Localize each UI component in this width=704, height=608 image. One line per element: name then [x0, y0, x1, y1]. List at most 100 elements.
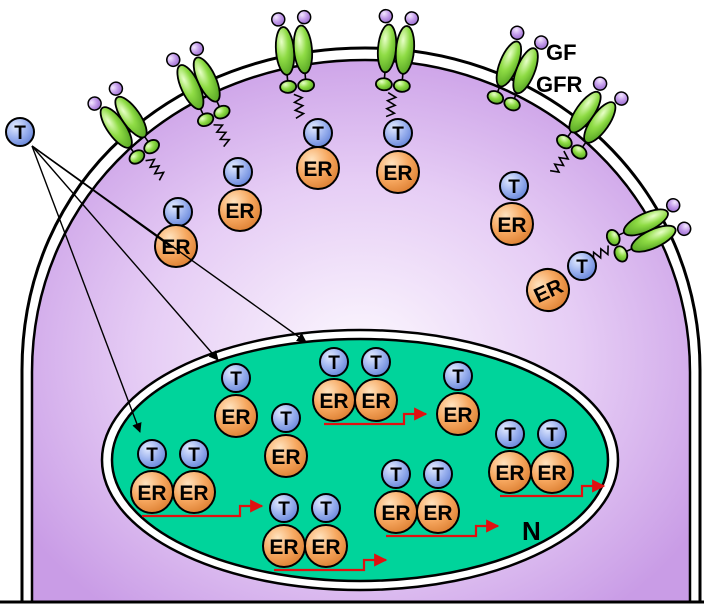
- gfr-transmembrane-segment: [383, 72, 386, 79]
- gfr-transmembrane-segment: [567, 131, 572, 138]
- er-receptor: ER: [488, 450, 532, 494]
- er-receptor: ER: [262, 524, 306, 568]
- t-circle: [499, 171, 529, 201]
- gfr-transmembrane-segment: [401, 73, 404, 80]
- t-ligand: T: [223, 157, 253, 187]
- gf-receptor-pair: [166, 41, 231, 148]
- t-ligand: T: [567, 251, 597, 281]
- gfr-intracellular-domain: [375, 77, 393, 92]
- t-ligand: T: [319, 347, 349, 377]
- er-receptor: ER: [526, 268, 570, 312]
- gf-receptor-pair: [87, 81, 166, 181]
- receptor-linker: [385, 91, 398, 118]
- t-label: T: [230, 369, 242, 390]
- t-label: T: [452, 367, 464, 388]
- gfr-intracellular-domain: [279, 79, 298, 94]
- gfr-transmembrane-segment: [286, 74, 289, 81]
- t-label: T: [278, 499, 290, 520]
- er-label: ER: [361, 390, 390, 413]
- er-circle: [490, 202, 534, 246]
- t-circle: [223, 157, 253, 187]
- er-label: ER: [161, 236, 190, 259]
- gf-receptor-pair: [585, 198, 692, 263]
- receptor-linker: [145, 158, 166, 181]
- er-label: ER: [271, 446, 300, 469]
- t-ligand: T: [499, 171, 529, 201]
- transcription-arrow: [274, 553, 388, 572]
- er-monomer: T ER: [436, 361, 480, 436]
- t-label: T: [370, 353, 382, 374]
- er-receptor: ER: [354, 378, 398, 422]
- free-testosterone: T: [5, 117, 35, 147]
- t-label: T: [432, 465, 444, 486]
- t-label: T: [172, 203, 184, 224]
- er-monomer: TER: [214, 363, 258, 438]
- t-circle: [567, 251, 597, 281]
- gfr-transmembrane-segment: [304, 73, 307, 80]
- translocation-arrow: [31, 145, 219, 361]
- gf-receptor-pair: [375, 8, 419, 118]
- er-receptor: ER: [264, 434, 308, 478]
- gf-ligand: [108, 81, 124, 96]
- t-label: T: [576, 257, 588, 278]
- t-circle: [443, 361, 473, 391]
- t-label: T: [328, 353, 340, 374]
- gfr-extracellular-domain: [274, 26, 296, 76]
- gfr-transmembrane-segment: [581, 141, 587, 148]
- er-circle: [526, 268, 570, 312]
- t-label: T: [14, 123, 26, 144]
- t-label: T: [504, 425, 516, 446]
- er-circle: [218, 188, 262, 232]
- t-ligand: T: [5, 117, 35, 147]
- t-label: T: [390, 465, 402, 486]
- gf-label: GF: [546, 40, 577, 65]
- er-circle: [264, 434, 308, 478]
- gfr-transmembrane-segment: [625, 248, 633, 253]
- er-receptor: ER: [130, 470, 174, 514]
- t-ligand: T: [269, 493, 299, 523]
- gfr-label: GFR: [536, 72, 583, 97]
- gf-ligand: [378, 8, 394, 24]
- t-circle: [269, 493, 299, 523]
- t-ligand: T: [537, 419, 567, 449]
- t-label: T: [508, 177, 520, 198]
- t-circle: [271, 403, 301, 433]
- gf-ligand: [189, 41, 205, 57]
- t-ligand: T: [361, 347, 391, 377]
- t-ligand: T: [311, 493, 341, 523]
- er-circle: [530, 450, 574, 494]
- gfr-transmembrane-segment: [144, 136, 149, 143]
- gf-ligand: [271, 12, 286, 27]
- er-label: ER: [179, 482, 208, 505]
- receptor-linker: [213, 124, 231, 148]
- t-ligand: T: [179, 439, 209, 469]
- er-receptor: ER: [172, 470, 216, 514]
- gfr-intracellular-domain: [128, 149, 146, 165]
- er-circle: [376, 150, 420, 194]
- er-label: ER: [225, 200, 254, 223]
- t-circle: [381, 459, 411, 489]
- gfr-transmembrane-segment: [513, 92, 518, 99]
- transcription-arrow: [386, 519, 500, 538]
- t-ligand: T: [221, 363, 251, 393]
- er-receptor: ER: [436, 392, 480, 436]
- er-receptor: ER: [376, 150, 420, 194]
- gf-ligand: [509, 25, 525, 41]
- translocation-arrows: [31, 145, 307, 433]
- er-label: ER: [537, 462, 566, 485]
- transcription-arrow: [500, 479, 606, 498]
- t-ligand: T: [163, 197, 193, 227]
- gf-ligand: [166, 52, 181, 68]
- er-receptor: ER: [416, 490, 460, 534]
- gfr-extracellular-domain: [512, 47, 539, 95]
- gfr-intracellular-domain: [392, 78, 411, 93]
- t-circle: [537, 419, 567, 449]
- er-receptor: ER: [530, 450, 574, 494]
- t-circle: [383, 118, 413, 148]
- er-label: ER: [443, 404, 472, 427]
